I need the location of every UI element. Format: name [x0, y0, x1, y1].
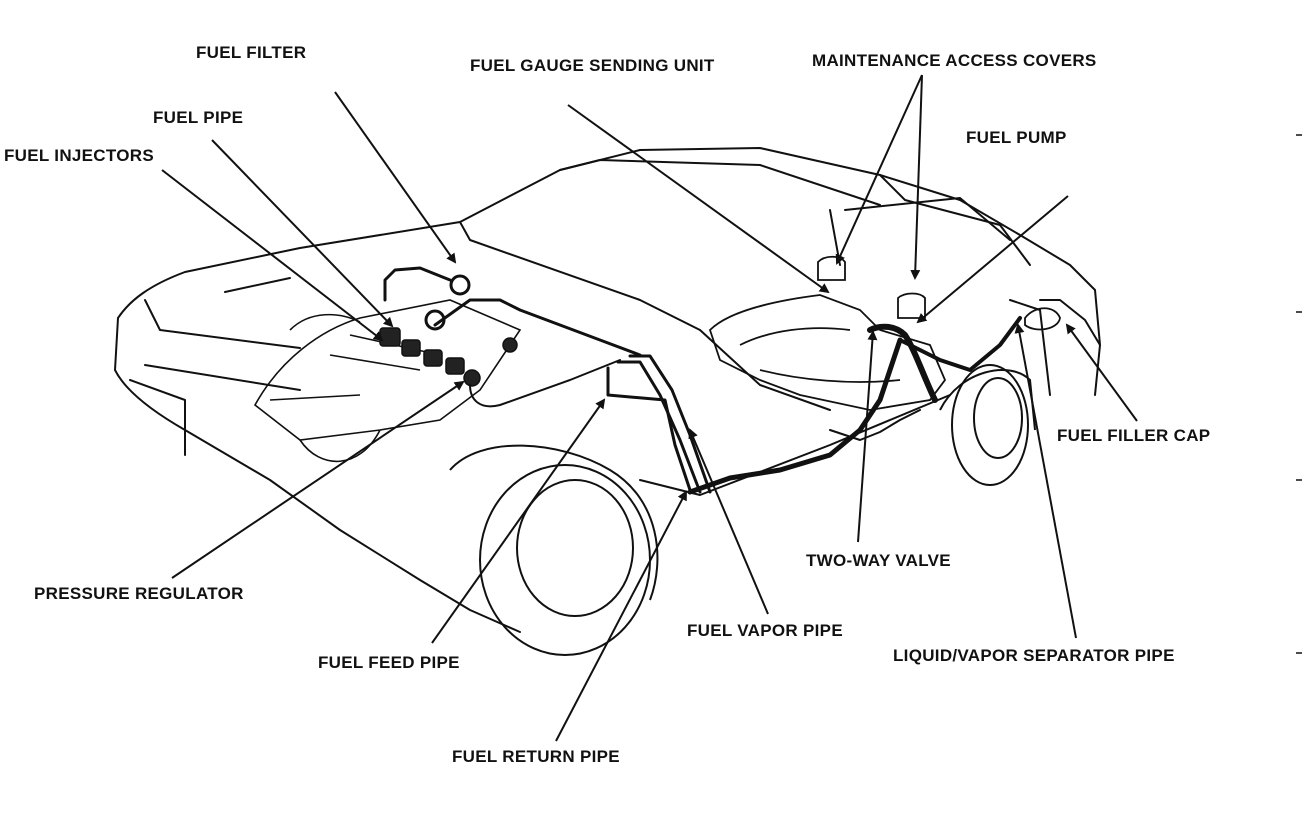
leader-two-way-valve	[857, 330, 878, 543]
leader-fuel-injectors	[161, 169, 384, 342]
label-pressure-regulator: PRESSURE REGULATOR	[34, 584, 244, 603]
leader-pressure-regulator	[171, 380, 465, 579]
label-liquid-vapor-separator-pipe: LIQUID/VAPOR SEPARATOR PIPE	[893, 646, 1175, 665]
front-wheel	[449, 444, 659, 656]
label-two-way-valve: TWO-WAY VALVE	[806, 551, 951, 570]
car-body	[114, 147, 1101, 633]
leader-fuel-pump	[916, 195, 1069, 324]
fuel-injector-block	[379, 274, 518, 387]
leader-maintenance-cover-1	[835, 74, 923, 265]
label-fuel-gauge-sending-unit: FUEL GAUGE SENDING UNIT	[470, 56, 715, 75]
rear-wheel	[939, 364, 1036, 486]
label-fuel-injectors: FUEL INJECTORS	[4, 146, 154, 165]
label-fuel-pump: FUEL PUMP	[966, 128, 1067, 147]
label-fuel-return-pipe: FUEL RETURN PIPE	[452, 747, 620, 766]
leader-maintenance-cover-2	[910, 74, 923, 280]
leader-fuel-vapor-pipe	[688, 428, 769, 615]
label-fuel-feed-pipe: FUEL FEED PIPE	[318, 653, 460, 672]
leader-liquid-vapor-separator	[1014, 323, 1077, 639]
label-fuel-vapor-pipe: FUEL VAPOR PIPE	[687, 621, 843, 640]
leader-fuel-filter	[334, 91, 457, 264]
label-maintenance-access-covers: MAINTENANCE ACCESS COVERS	[812, 51, 1097, 70]
leader-fuel-pipe	[211, 139, 394, 328]
leader-lines	[161, 74, 1138, 742]
edge-marks	[1296, 134, 1302, 654]
leader-fuel-return-pipe	[555, 490, 687, 742]
leader-fuel-gauge-sending-unit	[567, 104, 830, 294]
leader-fuel-feed-pipe	[431, 398, 606, 644]
label-fuel-filter: FUEL FILTER	[196, 43, 307, 62]
fuel-lines	[383, 266, 1022, 495]
leader-fuel-filler-cap	[1065, 323, 1138, 422]
label-fuel-pipe: FUEL PIPE	[153, 108, 244, 127]
label-fuel-filler-cap: FUEL FILLER CAP	[1057, 426, 1211, 445]
